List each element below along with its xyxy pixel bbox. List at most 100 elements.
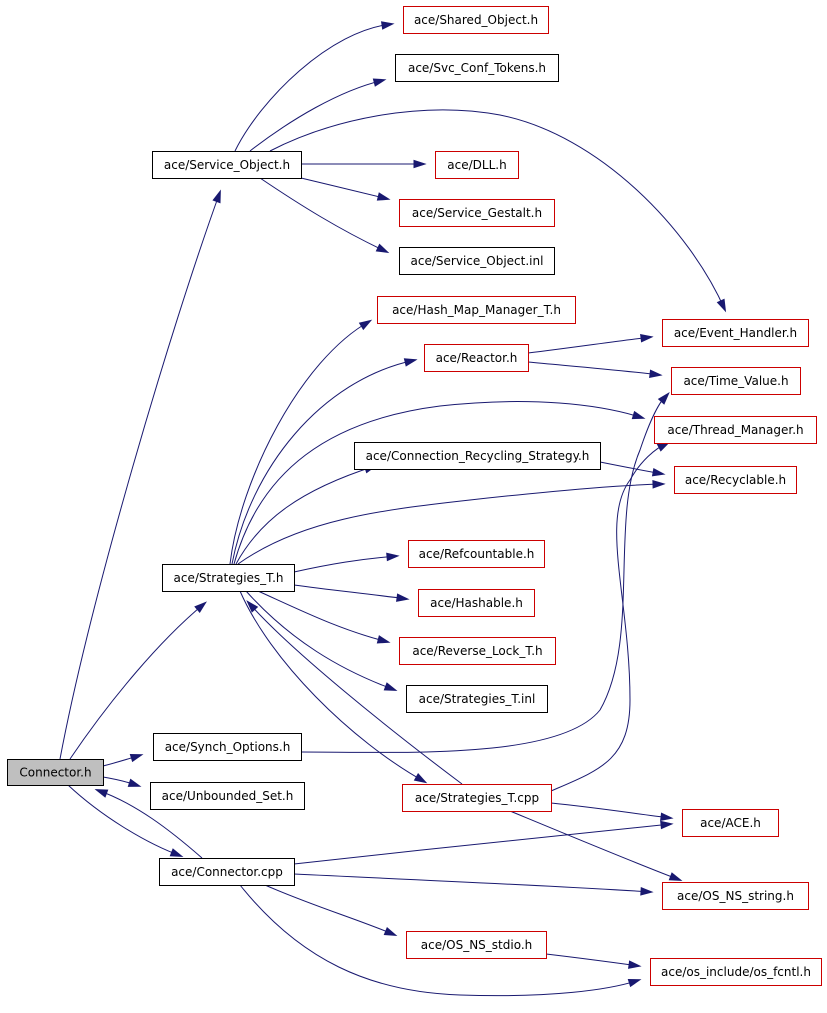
edge-os-ns-stdio-h-to-os-fcntl-h	[545, 953, 642, 969]
edge-connector-cpp-to-ace-h-line	[293, 823, 672, 865]
edge-strategies-t-h-to-refcountable-h-arrowhead	[386, 552, 400, 562]
edge-os-ns-stdio-h-to-os-fcntl-h-arrowhead	[628, 960, 642, 969]
node-dll-h-label: ace/DLL.h	[447, 158, 506, 172]
edge-strategies-t-cpp-to-thread-manager-h	[550, 441, 671, 792]
edge-strategies-t-h-to-recyclable-h	[237, 480, 666, 565]
edge-service-object-h-to-event-handler-h-line	[269, 109, 726, 311]
edge-strategies-t-h-to-recyclable-h-arrowhead	[652, 480, 666, 489]
edge-service-object-h-to-service-object-inl-line	[259, 177, 388, 253]
edge-reactor-h-to-event-handler-h-arrowhead	[640, 334, 654, 343]
node-hash-map-manager-t-h[interactable]: ace/Hash_Map_Manager_T.h	[377, 296, 576, 324]
edge-connector-h-to-connector-cpp-line	[67, 784, 182, 857]
node-os-ns-stdio-h-label: ace/OS_NS_stdio.h	[421, 938, 533, 952]
edge-service-object-h-to-svc-conf-tokens-h-arrowhead	[372, 78, 387, 87]
edge-strategies-t-cpp-to-strategies-t-h-line	[247, 601, 463, 785]
node-reactor-h-label: ace/Reactor.h	[436, 351, 518, 365]
edge-strategies-t-h-to-reactor-h	[231, 358, 418, 565]
node-service-object-inl[interactable]: ace/Service_Object.inl	[399, 247, 555, 275]
node-reverse-lock-t-h[interactable]: ace/Reverse_Lock_T.h	[399, 637, 556, 665]
edge-strategies-t-h-to-connection-recycling-strategy-h-line	[235, 465, 376, 565]
edge-service-object-h-to-shared-object-h	[234, 21, 395, 152]
node-strategies-t-h-box	[162, 564, 295, 592]
edge-reactor-h-to-time-value-h-line	[527, 361, 661, 376]
node-connection-recycling-strategy-h[interactable]: ace/Connection_Recycling_Strategy.h	[354, 442, 601, 470]
edge-service-object-h-to-event-handler-h-arrowhead	[716, 298, 727, 313]
edge-strategies-t-cpp-to-os-ns-string-h-line	[509, 810, 681, 881]
edge-strategies-t-h-to-strategies-t-inl-arrowhead	[383, 682, 398, 691]
node-service-object-h-box	[152, 151, 302, 179]
edge-reactor-h-to-event-handler-h	[527, 334, 654, 354]
node-unbounded-set-h[interactable]: ace/Unbounded_Set.h	[150, 782, 305, 810]
node-connection-recycling-strategy-h-box	[354, 442, 601, 470]
edge-connector-cpp-to-os-ns-stdio-h-arrowhead	[383, 927, 398, 936]
node-event-handler-h[interactable]: ace/Event_Handler.h	[662, 319, 809, 347]
node-time-value-h[interactable]: ace/Time_Value.h	[671, 367, 801, 395]
edge-strategies-t-h-to-thread-manager-h	[233, 401, 646, 565]
edge-connector-h-to-strategies-t-h-arrowhead	[194, 601, 207, 614]
node-service-gestalt-h[interactable]: ace/Service_Gestalt.h	[399, 199, 555, 227]
edge-reactor-h-to-time-value-h	[527, 361, 663, 379]
node-os-ns-stdio-h[interactable]: ace/OS_NS_stdio.h	[406, 931, 547, 959]
edge-connector-cpp-to-os-ns-stdio-h-line	[264, 884, 396, 936]
node-unbounded-set-h-label: ace/Unbounded_Set.h	[162, 789, 294, 803]
edge-synch-options-h-to-time-value-h-line	[300, 393, 669, 753]
edge-strategies-t-h-to-reactor-h-line	[231, 359, 416, 565]
edge-strategies-t-h-to-hashable-h-arrowhead	[396, 593, 410, 602]
node-refcountable-h[interactable]: ace/Refcountable.h	[408, 540, 545, 568]
node-connector-cpp[interactable]: ace/Connector.cpp	[159, 858, 295, 886]
node-event-handler-h-label: ace/Event_Handler.h	[674, 326, 797, 340]
edge-service-object-h-to-dll-h	[301, 159, 427, 169]
node-strategies-t-inl[interactable]: ace/Strategies_T.inl	[406, 685, 548, 713]
edge-connector-h-to-service-object-h-line	[59, 191, 221, 760]
edge-connector-h-to-strategies-t-h-line	[69, 602, 206, 760]
edge-connector-h-to-connector-cpp	[67, 784, 184, 857]
node-strategies-t-h[interactable]: ace/Strategies_T.h	[162, 564, 295, 592]
node-ace-h[interactable]: ace/ACE.h	[682, 809, 779, 837]
edge-strategies-t-cpp-to-strategies-t-h	[246, 600, 463, 785]
node-dll-h-box	[435, 151, 519, 179]
edge-strategies-t-h-to-thread-manager-h-line	[233, 401, 644, 565]
node-svc-conf-tokens-h[interactable]: ace/Svc_Conf_Tokens.h	[395, 54, 559, 82]
node-reactor-h[interactable]: ace/Reactor.h	[424, 344, 529, 372]
node-thread-manager-h-box	[654, 416, 817, 444]
edge-strategies-t-h-to-thread-manager-h-arrowhead	[631, 410, 646, 420]
edge-connector-cpp-to-os-ns-string-h	[293, 873, 654, 896]
edge-strategies-t-h-to-strategies-t-cpp	[239, 590, 428, 784]
edge-strategies-t-h-to-hashable-h	[293, 584, 410, 602]
node-service-gestalt-h-box	[399, 199, 555, 227]
nodes-layer: Connector.h ace/Service_Object.h ace/Share…	[7, 6, 822, 986]
node-strategies-t-cpp[interactable]: ace/Strategies_T.cpp	[402, 784, 552, 812]
node-hashable-h[interactable]: ace/Hashable.h	[418, 589, 535, 617]
edge-reactor-h-to-event-handler-h-line	[527, 336, 652, 354]
edge-strategies-t-h-to-strategies-t-cpp-arrowhead	[413, 773, 428, 784]
edge-connector-h-to-unbounded-set-h-arrowhead	[127, 778, 142, 787]
edge-service-object-h-to-shared-object-h-arrowhead	[380, 21, 395, 30]
node-service-gestalt-h-label: ace/Service_Gestalt.h	[412, 206, 542, 220]
node-connector-h-label: Connector.h	[19, 766, 91, 780]
edge-connector-cpp-to-connector-h-arrowhead	[94, 789, 109, 798]
node-thread-manager-h[interactable]: ace/Thread_Manager.h	[654, 416, 817, 444]
node-svc-conf-tokens-h-box	[395, 54, 559, 82]
node-service-object-h[interactable]: ace/Service_Object.h	[152, 151, 302, 179]
edge-strategies-t-h-to-refcountable-h	[293, 552, 400, 573]
node-connector-h[interactable]: Connector.h	[7, 759, 104, 786]
node-refcountable-h-box	[408, 540, 545, 568]
edge-strategies-t-cpp-to-strategies-t-h-arrowhead	[246, 600, 259, 613]
node-synch-options-h[interactable]: ace/Synch_Options.h	[153, 733, 302, 761]
edge-connector-h-to-synch-options-h-arrowhead	[129, 753, 144, 763]
edge-connection-recycling-strategy-h-to-recyclable-h	[599, 461, 666, 477]
node-connector-cpp-label: ace/Connector.cpp	[171, 865, 283, 879]
node-recyclable-h[interactable]: ace/Recyclable.h	[674, 466, 797, 494]
edge-connector-cpp-to-ace-h	[293, 820, 674, 865]
edge-strategies-t-cpp-to-os-ns-string-h-arrowhead	[668, 872, 683, 881]
edge-connector-cpp-to-os-fcntl-h	[239, 884, 642, 997]
node-ace-h-label: ace/ACE.h	[700, 816, 761, 830]
edge-connector-cpp-to-connector-h-line	[96, 789, 203, 859]
node-dll-h[interactable]: ace/DLL.h	[435, 151, 519, 179]
node-os-fcntl-h[interactable]: ace/os_include/os_fcntl.h	[650, 958, 822, 986]
edge-strategies-t-h-to-refcountable-h-line	[293, 555, 398, 573]
node-shared-object-h[interactable]: ace/Shared_Object.h	[403, 6, 549, 34]
node-os-ns-string-h[interactable]: ace/OS_NS_string.h	[662, 882, 809, 910]
node-strategies-t-inl-label: ace/Strategies_T.inl	[419, 692, 536, 706]
edge-strategies-t-h-to-hash-map-manager-t-h	[229, 319, 373, 565]
